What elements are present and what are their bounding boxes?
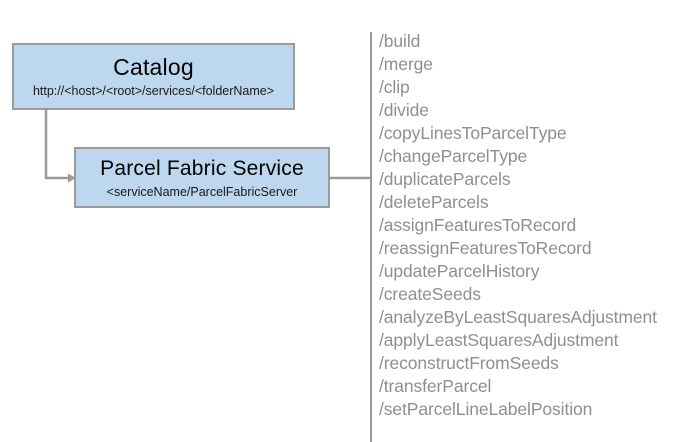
list-item[interactable]: /merge — [379, 54, 433, 74]
list-item[interactable]: /changeParcelType — [379, 146, 528, 166]
list-item[interactable]: /analyzeByLeastSquaresAdjustment — [379, 307, 657, 327]
node-catalog[interactable]: Catalog http://<host>/<root>/services/<f… — [12, 43, 295, 110]
list-item[interactable]: /copyLinesToParcelType — [379, 123, 567, 143]
operations-list: /build /merge /clip /divide /copyLinesTo… — [379, 30, 684, 421]
list-item[interactable]: /duplicateParcels — [379, 169, 511, 189]
list-item[interactable]: /divide — [379, 100, 429, 120]
list-item[interactable]: /updateParcelHistory — [379, 261, 540, 281]
list-item[interactable]: /reassignFeaturesToRecord — [379, 238, 592, 258]
list-item[interactable]: /applyLeastSquaresAdjustment — [379, 330, 619, 350]
node-parcel-fabric-service[interactable]: Parcel Fabric Service <serviceName/Parce… — [74, 147, 330, 208]
node-catalog-title: Catalog — [113, 54, 194, 80]
list-item[interactable]: /build — [379, 31, 421, 51]
node-parcel-fabric-service-subtitle: <serviceName/ParcelFabricServer — [106, 185, 298, 199]
list-item[interactable]: /transferParcel — [379, 376, 492, 396]
operations-divider — [370, 32, 372, 442]
list-item[interactable]: /deleteParcels — [379, 192, 489, 212]
node-parcel-fabric-service-title: Parcel Fabric Service — [100, 157, 304, 180]
list-item[interactable]: /assignFeaturesToRecord — [379, 215, 577, 235]
list-item[interactable]: /reconstructFromSeeds — [379, 353, 559, 373]
list-item[interactable]: /clip — [379, 77, 410, 97]
catalog-to-service-elbow — [44, 110, 68, 180]
node-catalog-subtitle: http://<host>/<root>/services/<folderNam… — [32, 84, 275, 98]
list-item[interactable]: /createSeeds — [379, 284, 481, 304]
list-item[interactable]: /setParcelLineLabelPosition — [379, 399, 593, 419]
